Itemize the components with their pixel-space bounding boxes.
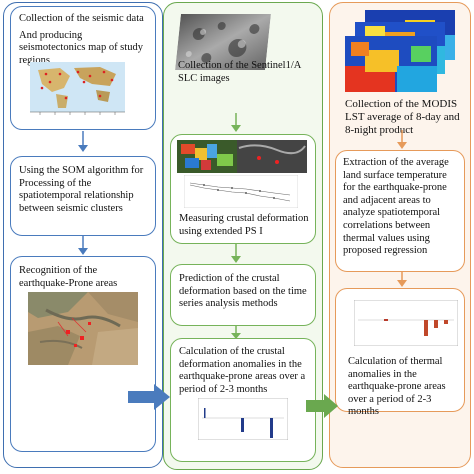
lst-extraction-text: Extraction of the average land surface t… (343, 157, 449, 257)
seismotectonic-map-image (30, 62, 125, 120)
deformation-map-image (177, 140, 307, 173)
crustal-deformation-text: Measuring crustal deformation using exte… (179, 213, 309, 237)
sentinel-slc-image (175, 14, 271, 70)
arrow-right-middle-to-right-icon (306, 394, 338, 418)
lst-extraction-box: Extraction of the average land surface t… (335, 150, 465, 272)
modis-collection-text: Collection of the MODIS LST average of 8… (345, 98, 460, 136)
time-series-prediction-text: Prediction of the crustal deformation ba… (179, 273, 307, 310)
arrow-down-1-icon (78, 131, 88, 152)
arrow-down-7-icon (397, 272, 407, 287)
modis-lst-image (345, 10, 457, 92)
time-series-prediction-box: Prediction of the crustal deformation ba… (170, 264, 316, 326)
seismic-data-line2: And producing seismotectonics map of stu… (19, 29, 143, 66)
som-processing-box: Using the SOM algorithm for Processing o… (10, 156, 156, 236)
arrow-right-left-to-middle-icon (128, 384, 170, 410)
som-processing-text: Using the SOM algorithm for Processing o… (19, 165, 144, 214)
crustal-anomalies-text: Calculation of the crustal deformation a… (179, 346, 306, 395)
seismic-data-line1: Collection of the seismic data (19, 13, 144, 24)
earthquake-prone-satellite-image (28, 292, 138, 365)
thermal-anomaly-chart (354, 300, 458, 346)
thermal-anomalies-text: Calculation of thermal anomalies in the … (348, 356, 446, 418)
arrow-down-2-icon (78, 236, 88, 255)
arrow-down-4-icon (231, 244, 241, 263)
crustal-anomaly-chart (198, 398, 288, 440)
earthquake-prone-text: Recognition of the earthquake-Prone area… (19, 265, 118, 289)
arrow-down-6-icon (397, 130, 407, 149)
deformation-timeseries-chart (184, 175, 298, 208)
left-column (3, 2, 163, 468)
arrow-down-5-icon (231, 326, 241, 339)
arrow-down-3-icon (231, 113, 241, 132)
sentinel-collection-text: Collection of the Sentinel1/A SLC images (178, 60, 301, 84)
